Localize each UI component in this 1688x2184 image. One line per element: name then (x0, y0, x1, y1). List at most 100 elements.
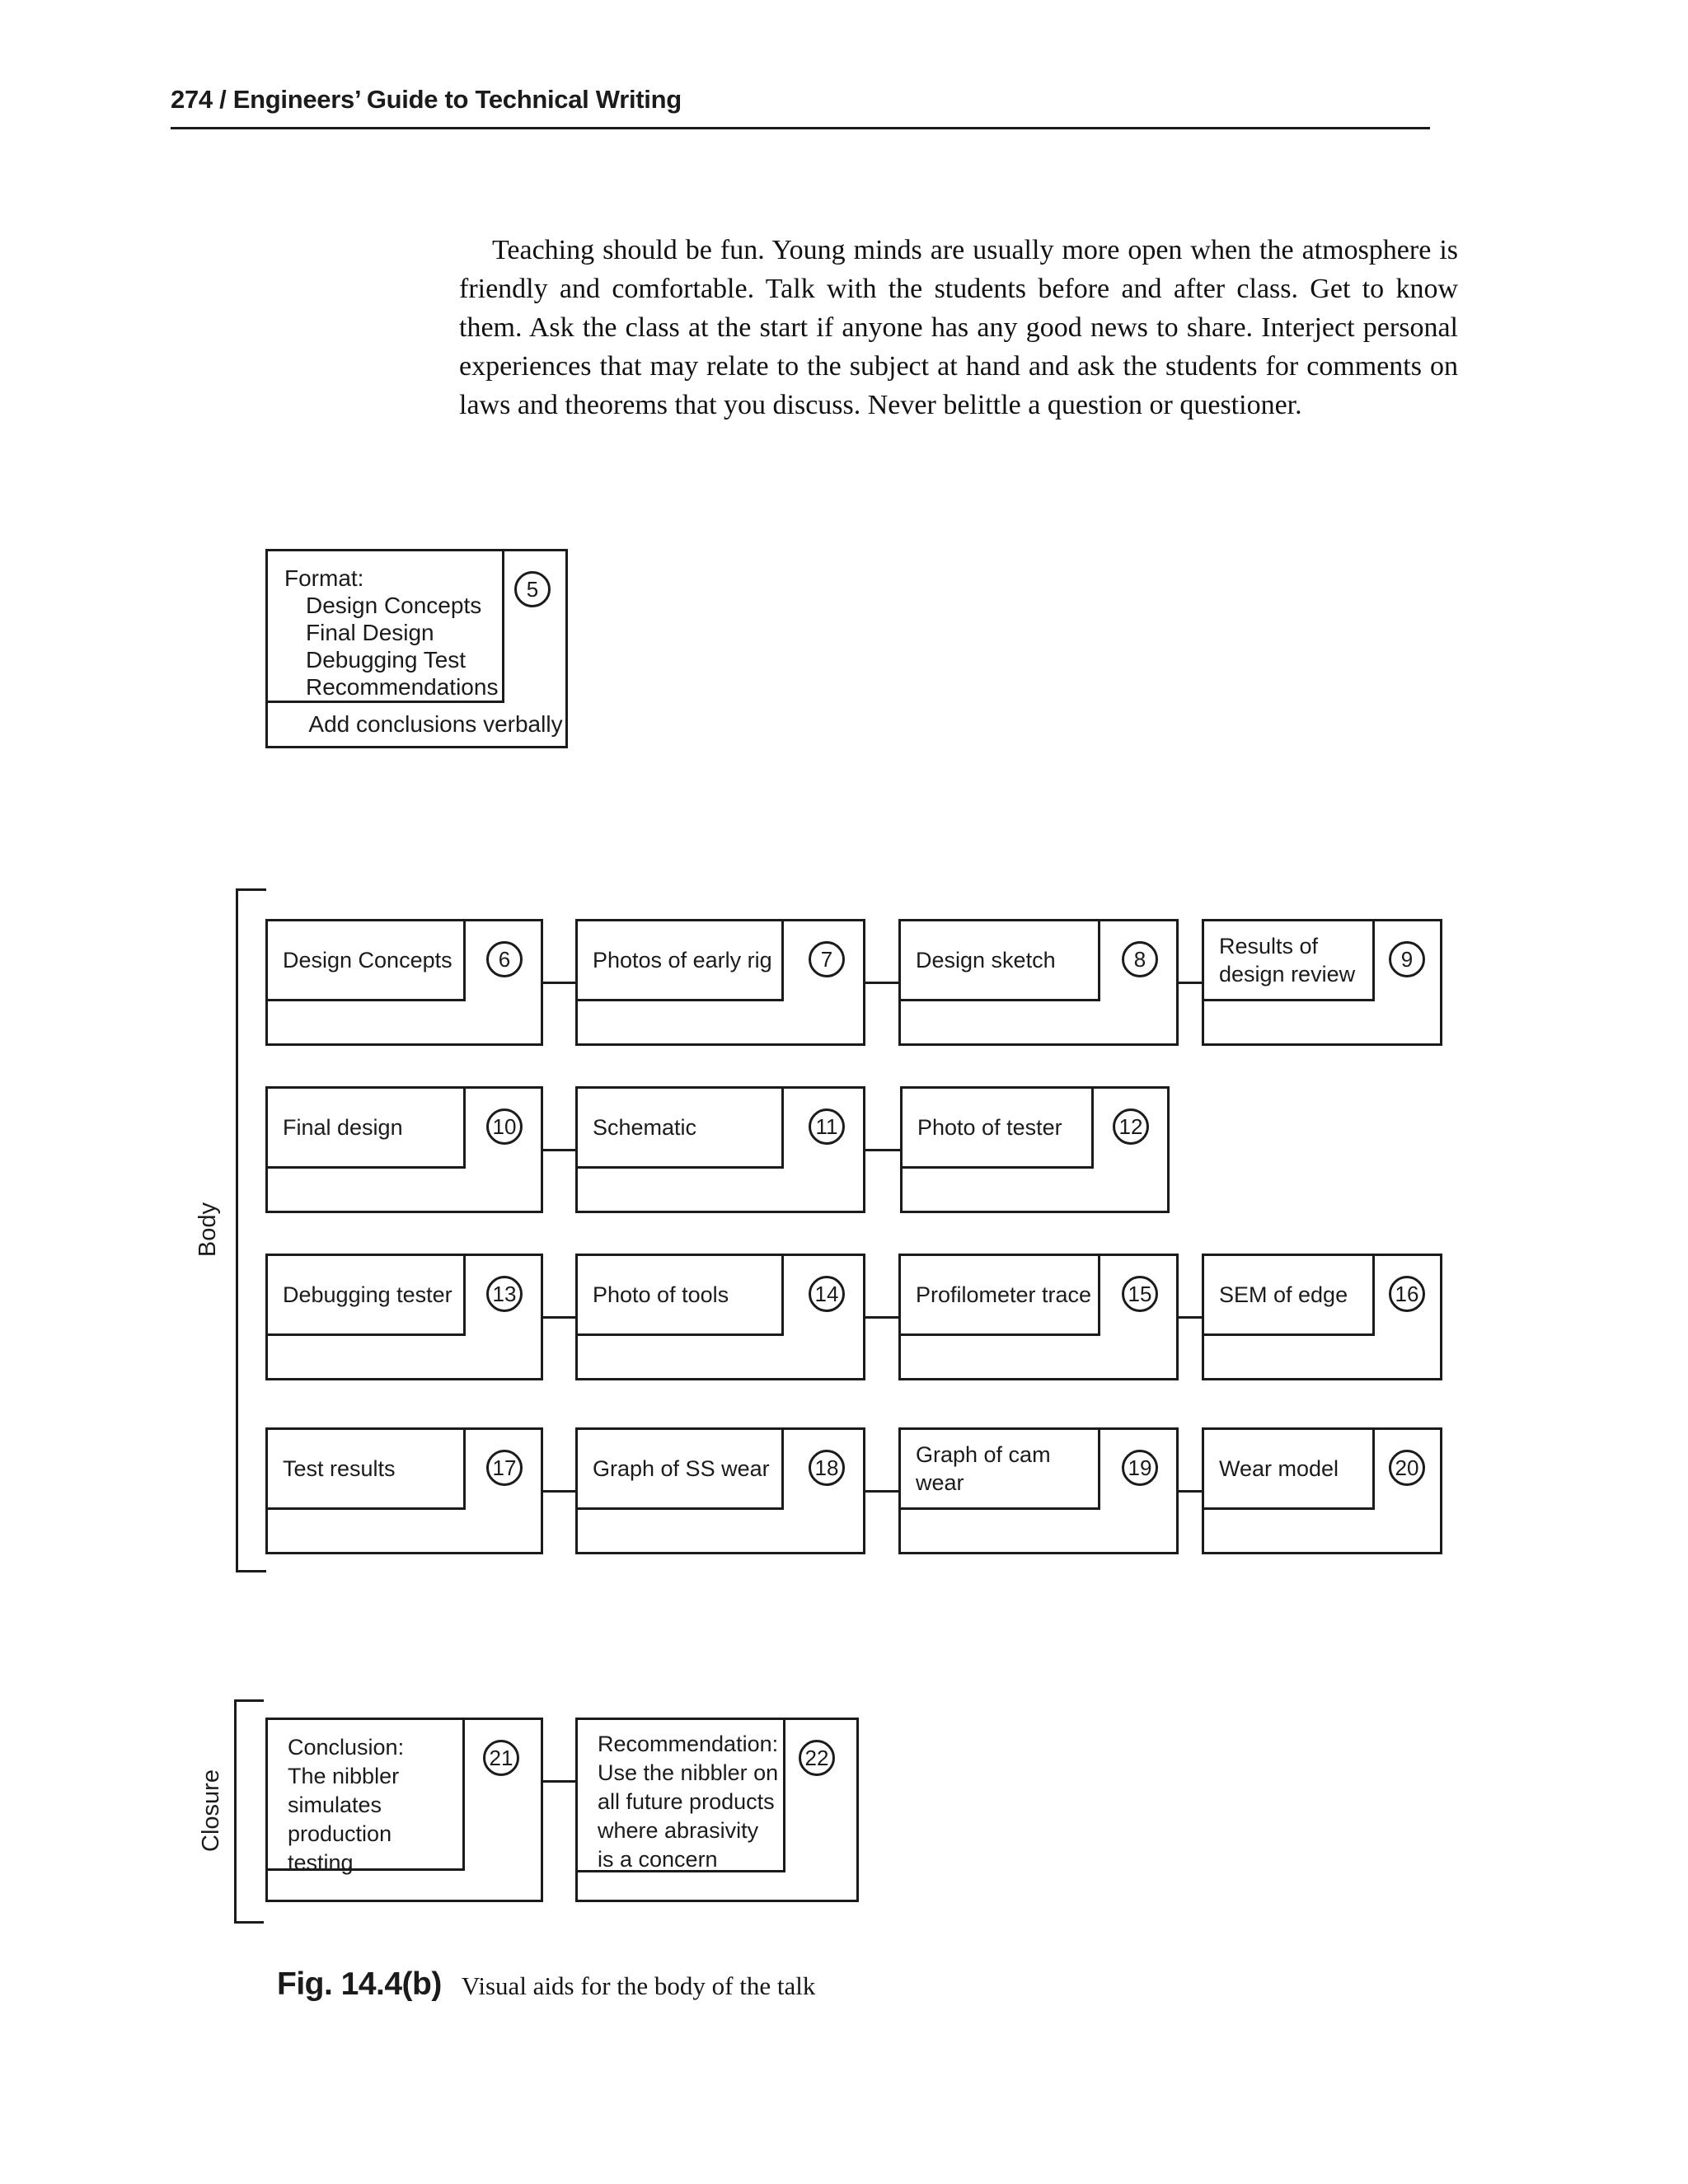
slide-title-box: Recommendation: Use the nibbler on all f… (575, 1718, 785, 1872)
slide-number-badge: 22 (799, 1740, 835, 1776)
closure-section-label: Closure (198, 1769, 224, 1852)
slide-title-box: Graph of SS wear (575, 1427, 784, 1510)
slide-title-box: Design sketch (898, 919, 1100, 1001)
slide-14-photo-of-tools: Photo of tools 14 (575, 1254, 865, 1380)
slide-8-design-sketch: Design sketch 8 (898, 919, 1179, 1046)
slide-title: Wear model (1219, 1456, 1339, 1481)
slide-number-badge: 12 (1113, 1108, 1149, 1145)
slide-number-badge: 5 (514, 571, 551, 607)
slide-12-photo-of-tester: Photo of tester 12 (900, 1086, 1170, 1213)
slide-title-box: Photos of early rig (575, 919, 784, 1001)
slide-title-box: SEM of edge (1202, 1254, 1375, 1336)
figure-caption-label: Fig. 14.4(b) (277, 1966, 442, 2002)
format-item: Debugging Test (306, 647, 467, 673)
closure-bracket-tick-top (234, 1699, 264, 1702)
slide-number-badge: 8 (1122, 941, 1158, 977)
slide-15-profilometer-trace: Profilometer trace 15 (898, 1254, 1179, 1380)
body-bracket-line (236, 888, 238, 1572)
slide-number-badge: 11 (809, 1108, 845, 1145)
slide-11-schematic: Schematic 11 (575, 1086, 865, 1213)
body-section-label: Body (195, 1202, 221, 1258)
figure-caption-text: Visual aids for the body of the talk (461, 1971, 816, 2000)
connector-line (1179, 1316, 1202, 1319)
format-item: Recommendations (306, 674, 499, 700)
slide-title: Graph of cam wear (916, 1442, 1051, 1495)
slide-title: Results of design review (1219, 934, 1356, 987)
slide-9-results-of-design-review: Results of design review 9 (1202, 919, 1442, 1046)
slide-number-badge: 17 (486, 1450, 523, 1486)
slide-title-box: Wear model (1202, 1427, 1375, 1510)
slide-number-badge: 19 (1122, 1450, 1158, 1486)
slide-13-debugging-tester: Debugging tester 13 (265, 1254, 543, 1380)
connector-line (543, 1490, 575, 1493)
figure-caption: Fig. 14.4(b) Visual aids for the body of… (277, 1966, 815, 2003)
format-item: Design Concepts (306, 593, 482, 618)
slide-22-recommendation: Recommendation: Use the nibbler on all f… (575, 1718, 859, 1902)
closure-bracket-tick-bottom (234, 1921, 264, 1924)
slide-17-test-results: Test results 17 (265, 1427, 543, 1554)
format-note: Add conclusions verbally (308, 711, 563, 737)
slide-5-format: Format: Design Concepts Final Design Deb… (265, 549, 568, 748)
slide-title-box: Conclusion: The nibbler simulates produc… (265, 1718, 465, 1875)
connector-line (543, 1316, 575, 1319)
slide-number-badge: 13 (486, 1276, 523, 1312)
slide-title-box: Test results (265, 1427, 466, 1510)
slide-5-title-box: Format: Design Concepts Final Design Deb… (265, 549, 504, 703)
slide-number-badge: 7 (809, 941, 845, 977)
slide-number-badge: 21 (483, 1740, 519, 1776)
slide-title-box: Photo of tester (900, 1086, 1094, 1169)
slide-title: SEM of edge (1219, 1282, 1348, 1307)
closure-bracket-line (234, 1699, 237, 1924)
slide-title: Photo of tester (917, 1115, 1062, 1140)
connector-line (865, 1149, 900, 1151)
slide-number-badge: 10 (486, 1108, 523, 1145)
slide-19-graph-of-cam-wear: Graph of cam wear 19 (898, 1427, 1179, 1554)
slide-number-badge: 6 (486, 941, 523, 977)
slide-title-box: Schematic (575, 1086, 784, 1169)
slide-6-design-concepts: Design Concepts 6 (265, 919, 543, 1046)
slide-title: Design sketch (916, 948, 1056, 972)
header-rule (171, 127, 1430, 129)
slide-16-sem-of-edge: SEM of edge 16 (1202, 1254, 1442, 1380)
slide-7-photos-of-early-rig: Photos of early rig 7 (575, 919, 865, 1046)
slide-title: Test results (283, 1456, 396, 1481)
slide-number-badge: 18 (809, 1450, 845, 1486)
connector-line (543, 982, 575, 984)
slide-number-badge: 15 (1122, 1276, 1158, 1312)
slide-title: Design Concepts (283, 948, 452, 972)
slide-20-wear-model: Wear model 20 (1202, 1427, 1442, 1554)
slide-title-box: Graph of cam wear (898, 1427, 1100, 1510)
slide-18-graph-of-ss-wear: Graph of SS wear 18 (575, 1427, 865, 1554)
body-bracket-tick-bottom (236, 1570, 266, 1572)
slide-21-conclusion: Conclusion: The nibbler simulates produc… (265, 1718, 543, 1902)
format-item: Final Design (306, 620, 434, 645)
slide-title: Final design (283, 1115, 403, 1140)
running-header: 274 / Engineers’ Guide to Technical Writ… (171, 85, 682, 114)
connector-line (1179, 982, 1202, 984)
slide-number-badge: 16 (1389, 1276, 1425, 1312)
connector-line (543, 1780, 575, 1783)
slide-title: Schematic (593, 1115, 697, 1140)
slide-10-final-design: Final design 10 (265, 1086, 543, 1213)
slide-title: Photos of early rig (593, 948, 772, 972)
connector-line (543, 1149, 575, 1151)
intro-paragraph: Teaching should be fun. Young minds are … (459, 235, 1458, 420)
slide-title-box: Profilometer trace (898, 1254, 1100, 1336)
slide-title: Photo of tools (593, 1282, 729, 1307)
slide-title: Profilometer trace (916, 1282, 1092, 1307)
slide-number-badge: 9 (1389, 941, 1425, 977)
slide-title: Recommendation: Use the nibbler on all f… (598, 1732, 779, 1872)
connector-line (865, 1490, 898, 1493)
slide-title-box: Photo of tools (575, 1254, 784, 1336)
connector-line (865, 1316, 898, 1319)
slide-title: Graph of SS wear (593, 1456, 770, 1481)
slide-title-box: Results of design review (1202, 919, 1375, 1001)
slide-number-badge: 20 (1389, 1450, 1425, 1486)
body-bracket-tick-top (236, 888, 266, 891)
slide-title-box: Debugging tester (265, 1254, 466, 1336)
connector-line (865, 982, 898, 984)
slide-title: Conclusion: The nibbler simulates produc… (288, 1735, 405, 1875)
slide-number-badge: 14 (809, 1276, 845, 1312)
connector-line (1179, 1490, 1202, 1493)
